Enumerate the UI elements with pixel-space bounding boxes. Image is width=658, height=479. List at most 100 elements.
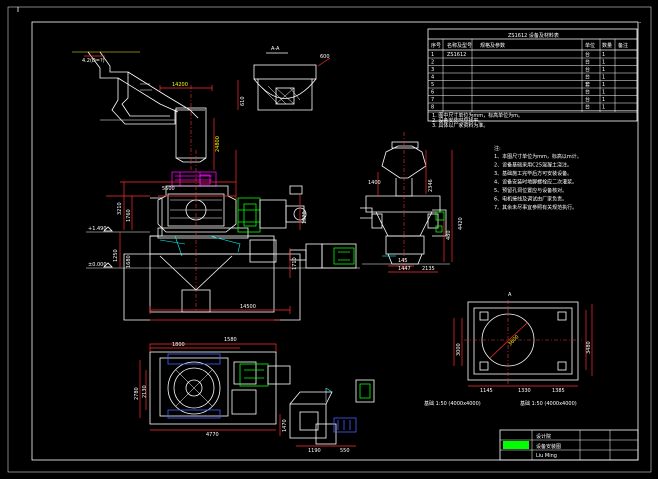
author-name: Liu Ming — [536, 453, 557, 459]
table-cell: 台 — [585, 96, 590, 103]
dim-610-text: 610 — [240, 96, 246, 106]
table-cell: 套 — [585, 81, 590, 88]
notes-heading: 注: — [494, 145, 501, 152]
dim-480-text: 480 — [446, 230, 452, 240]
table-cell: 7 — [431, 97, 434, 103]
dim-1710-text: 1710 — [292, 257, 298, 270]
dim-145-text: 145 — [398, 258, 408, 264]
table-cell: 1 — [602, 52, 605, 58]
table-note: 1. 图中尺寸单位为mm，标高单位为m。 — [432, 112, 523, 119]
company-logo — [503, 441, 529, 449]
dim-14200-text: 14200 — [172, 82, 188, 88]
table-cell: 台 — [585, 74, 590, 81]
elevation-p1490: +1.490 — [88, 226, 107, 232]
dim-1385-text: 1385 — [552, 388, 565, 394]
table-cell: 1 — [431, 52, 434, 58]
tech-note-line: 5、预留孔洞位置应与设备核对。 — [494, 187, 567, 194]
table-cell: 4 — [431, 75, 434, 81]
dim-3480-text: 3480 — [586, 341, 592, 354]
dim-24800: 24800 — [213, 118, 221, 170]
table-cell: 1 — [602, 75, 605, 81]
table-cell: 3 — [431, 67, 434, 73]
table-title: ZS1612 设备及材料表 — [508, 32, 559, 39]
table-header-cell: 规格及参数 — [480, 42, 505, 49]
dim-1470-text: 1470 — [282, 419, 288, 432]
table-cell: 1 — [602, 67, 605, 73]
dim-2780-text: 2780 — [134, 387, 140, 400]
table-header-cell: 数量 — [602, 42, 612, 49]
dim-1145-text: 1145 — [480, 388, 493, 394]
table-cell: 1 — [602, 90, 605, 96]
plan-diameter-text: 3600 — [507, 334, 520, 347]
table-cell: 台 — [585, 104, 590, 111]
table-note: 3. 具体以厂家资料为准。 — [432, 122, 488, 129]
table-header-cell: 备注 — [618, 42, 628, 49]
table-cell: 台 — [585, 66, 590, 73]
table-cell: 1 — [602, 82, 605, 88]
table-header-cell: 名称及型号 — [447, 42, 472, 49]
dim-14200: 14200 — [159, 82, 213, 91]
table-cell: 1 — [602, 97, 605, 103]
section-aa-label: A-A — [271, 46, 280, 52]
dim-1400-text: 1400 — [368, 180, 381, 186]
technical-notes: 注: 1、本图尺寸单位为mm，标高以m计。 2、设备基础采用C25混凝土浇注。3、… — [494, 145, 582, 211]
table-cell: 台 — [585, 89, 590, 96]
tech-note-line: 3、基础施工完毕后方可安装设备。 — [494, 170, 572, 177]
dim-3000-text: 3000 — [456, 343, 462, 356]
equipment-table: ZS1612 设备及材料表 序号名称及型号 规格及参数 单位数量备注 1 ZS1612… — [427, 28, 638, 129]
plan-label-right: 基础 1:50 (4000x4000) — [520, 400, 577, 407]
table-cell: 台 — [585, 51, 590, 58]
dim-600-text: 600 — [320, 54, 330, 60]
title-block: 设计院 设备安装图 Liu Ming — [499, 429, 639, 461]
dim-1760-text: 1760 — [126, 209, 132, 222]
dim-3210-text: 3210 — [117, 202, 123, 215]
tech-note-line: 6、电机接线及调试由厂家负责。 — [494, 196, 567, 203]
elevation-m0: ±0.000 — [88, 262, 107, 268]
drawing-border — [7, 6, 652, 473]
dim-1920-text: 1920 — [302, 211, 308, 224]
table-cell: 1 — [602, 60, 605, 66]
table-header-cell: 序号 — [431, 42, 441, 49]
company-name: 设计院 — [536, 433, 551, 440]
dim-1580-text: 1580 — [224, 337, 237, 343]
tech-note-line: 2、设备基础采用C25混凝土浇注。 — [494, 162, 572, 169]
plan-label-left: 基础 1:50 (4000x4000) — [424, 400, 481, 407]
table-cell: 6 — [431, 90, 434, 96]
chute-note: 4.2(D=?) — [82, 58, 105, 64]
table-cell: ZS1612 — [447, 52, 466, 58]
table-cell: 5 — [431, 82, 434, 88]
dim-2346-text: 2346 — [428, 179, 434, 192]
table-cell: 台 — [585, 59, 590, 66]
dim-14500-text: 14500 — [240, 304, 256, 310]
dim-1330-text: 1330 — [518, 388, 531, 394]
dim-4420-text: 4420 — [458, 217, 464, 230]
foundation-plan-view: A 3600 3000 3480 1145 1330 1385 基础 1:50 … — [424, 292, 593, 407]
dim-5600-text: 5600 — [162, 186, 175, 192]
section-aa-view: A-A 610 600 — [237, 46, 331, 111]
plan-a-label: A — [508, 292, 512, 298]
feed-chute-view: 4.2(D=?) — [72, 51, 207, 170]
table-note: 2. 设备安装时应找平。 — [432, 117, 483, 124]
table-cell: 2 — [431, 60, 434, 66]
dim-24800-text: 24800 — [215, 136, 221, 152]
dim-1800-text: 1800 — [172, 342, 185, 348]
side-elevation-view: 1400 2346 4420 480 145 1447 2135 — [360, 132, 464, 273]
tech-note-line: 1、本图尺寸单位为mm，标高以m计。 — [494, 153, 582, 160]
dim-2135-text: 2135 — [422, 266, 435, 272]
dim-1190-text: 1190 — [308, 448, 321, 454]
dim-1447-text: 1447 — [398, 266, 411, 272]
dim-1250-text: 1250 — [113, 249, 119, 262]
table-cell: 1 — [602, 105, 605, 111]
tech-note-line: 7、其余未尽事宜参照有关规范执行。 — [494, 204, 577, 211]
dim-1680-text: 1680 — [126, 255, 132, 268]
tech-note-line: 4、设备安装时地脚螺栓应二次灌浆。 — [494, 179, 577, 186]
dim-550-text: 550 — [340, 448, 350, 454]
front-elevation-view: +1.490 ±0.000 3210 1760 1250 1680 1920 1… — [86, 150, 360, 321]
top-plan-view: 1800 1580 2780 2130 4770 — [134, 337, 291, 438]
table-header-cell: 单位 — [585, 42, 595, 49]
dim-4770-text: 4770 — [206, 432, 219, 438]
drive-detail-view: 1470 1190 550 — [279, 379, 375, 454]
drawing-title: 设备安装图 — [536, 443, 561, 450]
dim-2130-text: 2130 — [142, 385, 148, 398]
